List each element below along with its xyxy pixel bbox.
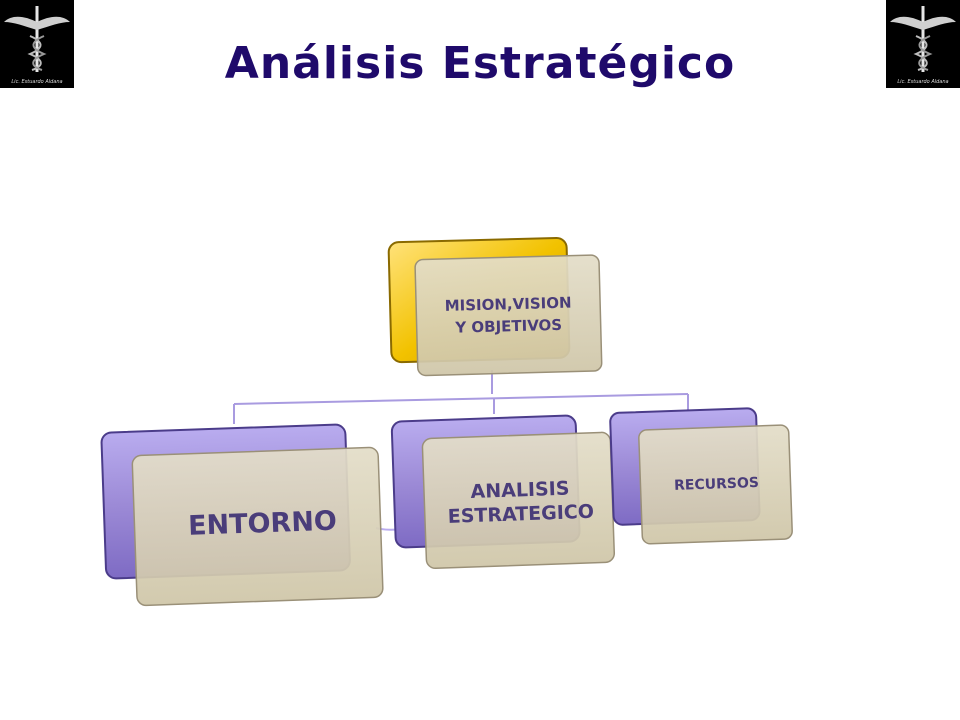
recursos-front-box [638,424,793,545]
logo-right: Lic. Estuardo Aldana [886,0,960,88]
entorno-label: ENTORNO [188,506,338,542]
svg-text:Lic. Estuardo Aldana: Lic. Estuardo Aldana [11,79,62,85]
node-root: MISION,VISION Y OBJETIVOS [387,236,603,377]
connector-horizontal [233,393,689,405]
root-front-box [414,254,603,377]
logo-left: Lic. Estuardo Aldana [0,0,74,88]
entorno-front-box [131,446,384,607]
analisis-label-line1: ANALISIS [470,478,570,503]
analisis-label-line2: ESTRATEGICO [447,501,594,528]
caduceus-wing-left [4,16,37,30]
slide-title: Análisis Estratégico [224,38,736,89]
root-label-line1: MISION,VISION [445,294,572,315]
caduceus-wing-right [37,16,70,30]
recursos-label: RECURSOS [674,475,759,494]
svg-text:Lic. Estuardo Aldana: Lic. Estuardo Aldana [897,79,948,85]
node-entorno: ENTORNO [100,423,384,607]
node-analisis: ANALISIS ESTRATEGICO [390,414,616,570]
node-recursos: RECURSOS [609,407,793,545]
root-label-line2: Y OBJETIVOS [454,316,562,337]
